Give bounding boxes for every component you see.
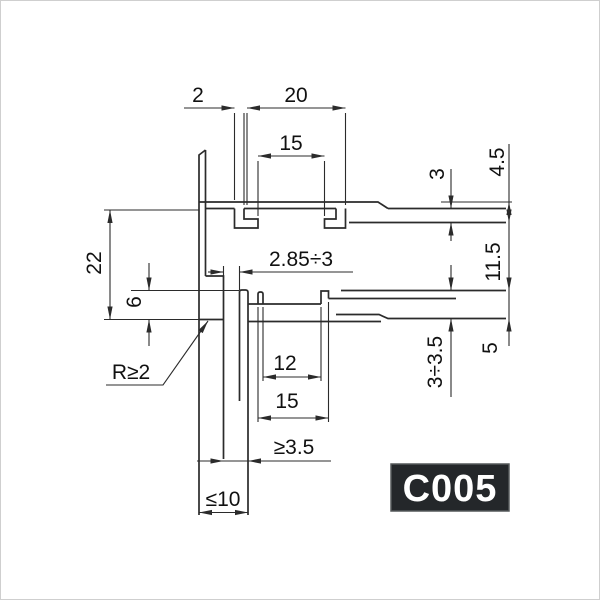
dim-label-lower-outer-width: 15 <box>275 390 298 413</box>
dim-label-mid-arm-thickness: 3÷3.5 <box>424 336 447 388</box>
product-code: C005 <box>403 468 498 510</box>
dim-label-top-wall: 2 <box>192 84 204 107</box>
dim-label-left-step: 6 <box>123 296 146 308</box>
dim-label-right-top-height: 4.5 <box>486 147 509 176</box>
product-code-badge: C005 <box>390 463 510 512</box>
leader-arrow <box>198 321 208 334</box>
dim-label-mid-arm-height: 5 <box>479 342 502 354</box>
dim-label-stem-width: ≤10 <box>206 488 241 511</box>
dim-label-top-outer-width: 20 <box>284 84 307 107</box>
arrowheads <box>107 105 512 516</box>
dim-label-arm-thickness: 3 <box>426 168 449 180</box>
profile-outline <box>198 149 506 515</box>
dim-label-slot-upper: 2.85÷3 <box>269 248 333 271</box>
dim-label-slot-lower: ≥3.5 <box>274 436 315 459</box>
dimension-labels: 2 20 15 2.85÷3 22 6 R≥2 12 15 ≥3.5 ≤10 3… <box>83 84 509 511</box>
badge-background <box>390 463 510 512</box>
dim-label-top-inner-width: 15 <box>279 132 302 155</box>
dim-label-left-height: 22 <box>83 251 106 274</box>
dim-label-right-gap: 11.5 <box>482 242 505 281</box>
dim-label-radius: R≥2 <box>112 361 150 384</box>
dim-label-lower-inner-width: 12 <box>273 352 296 375</box>
